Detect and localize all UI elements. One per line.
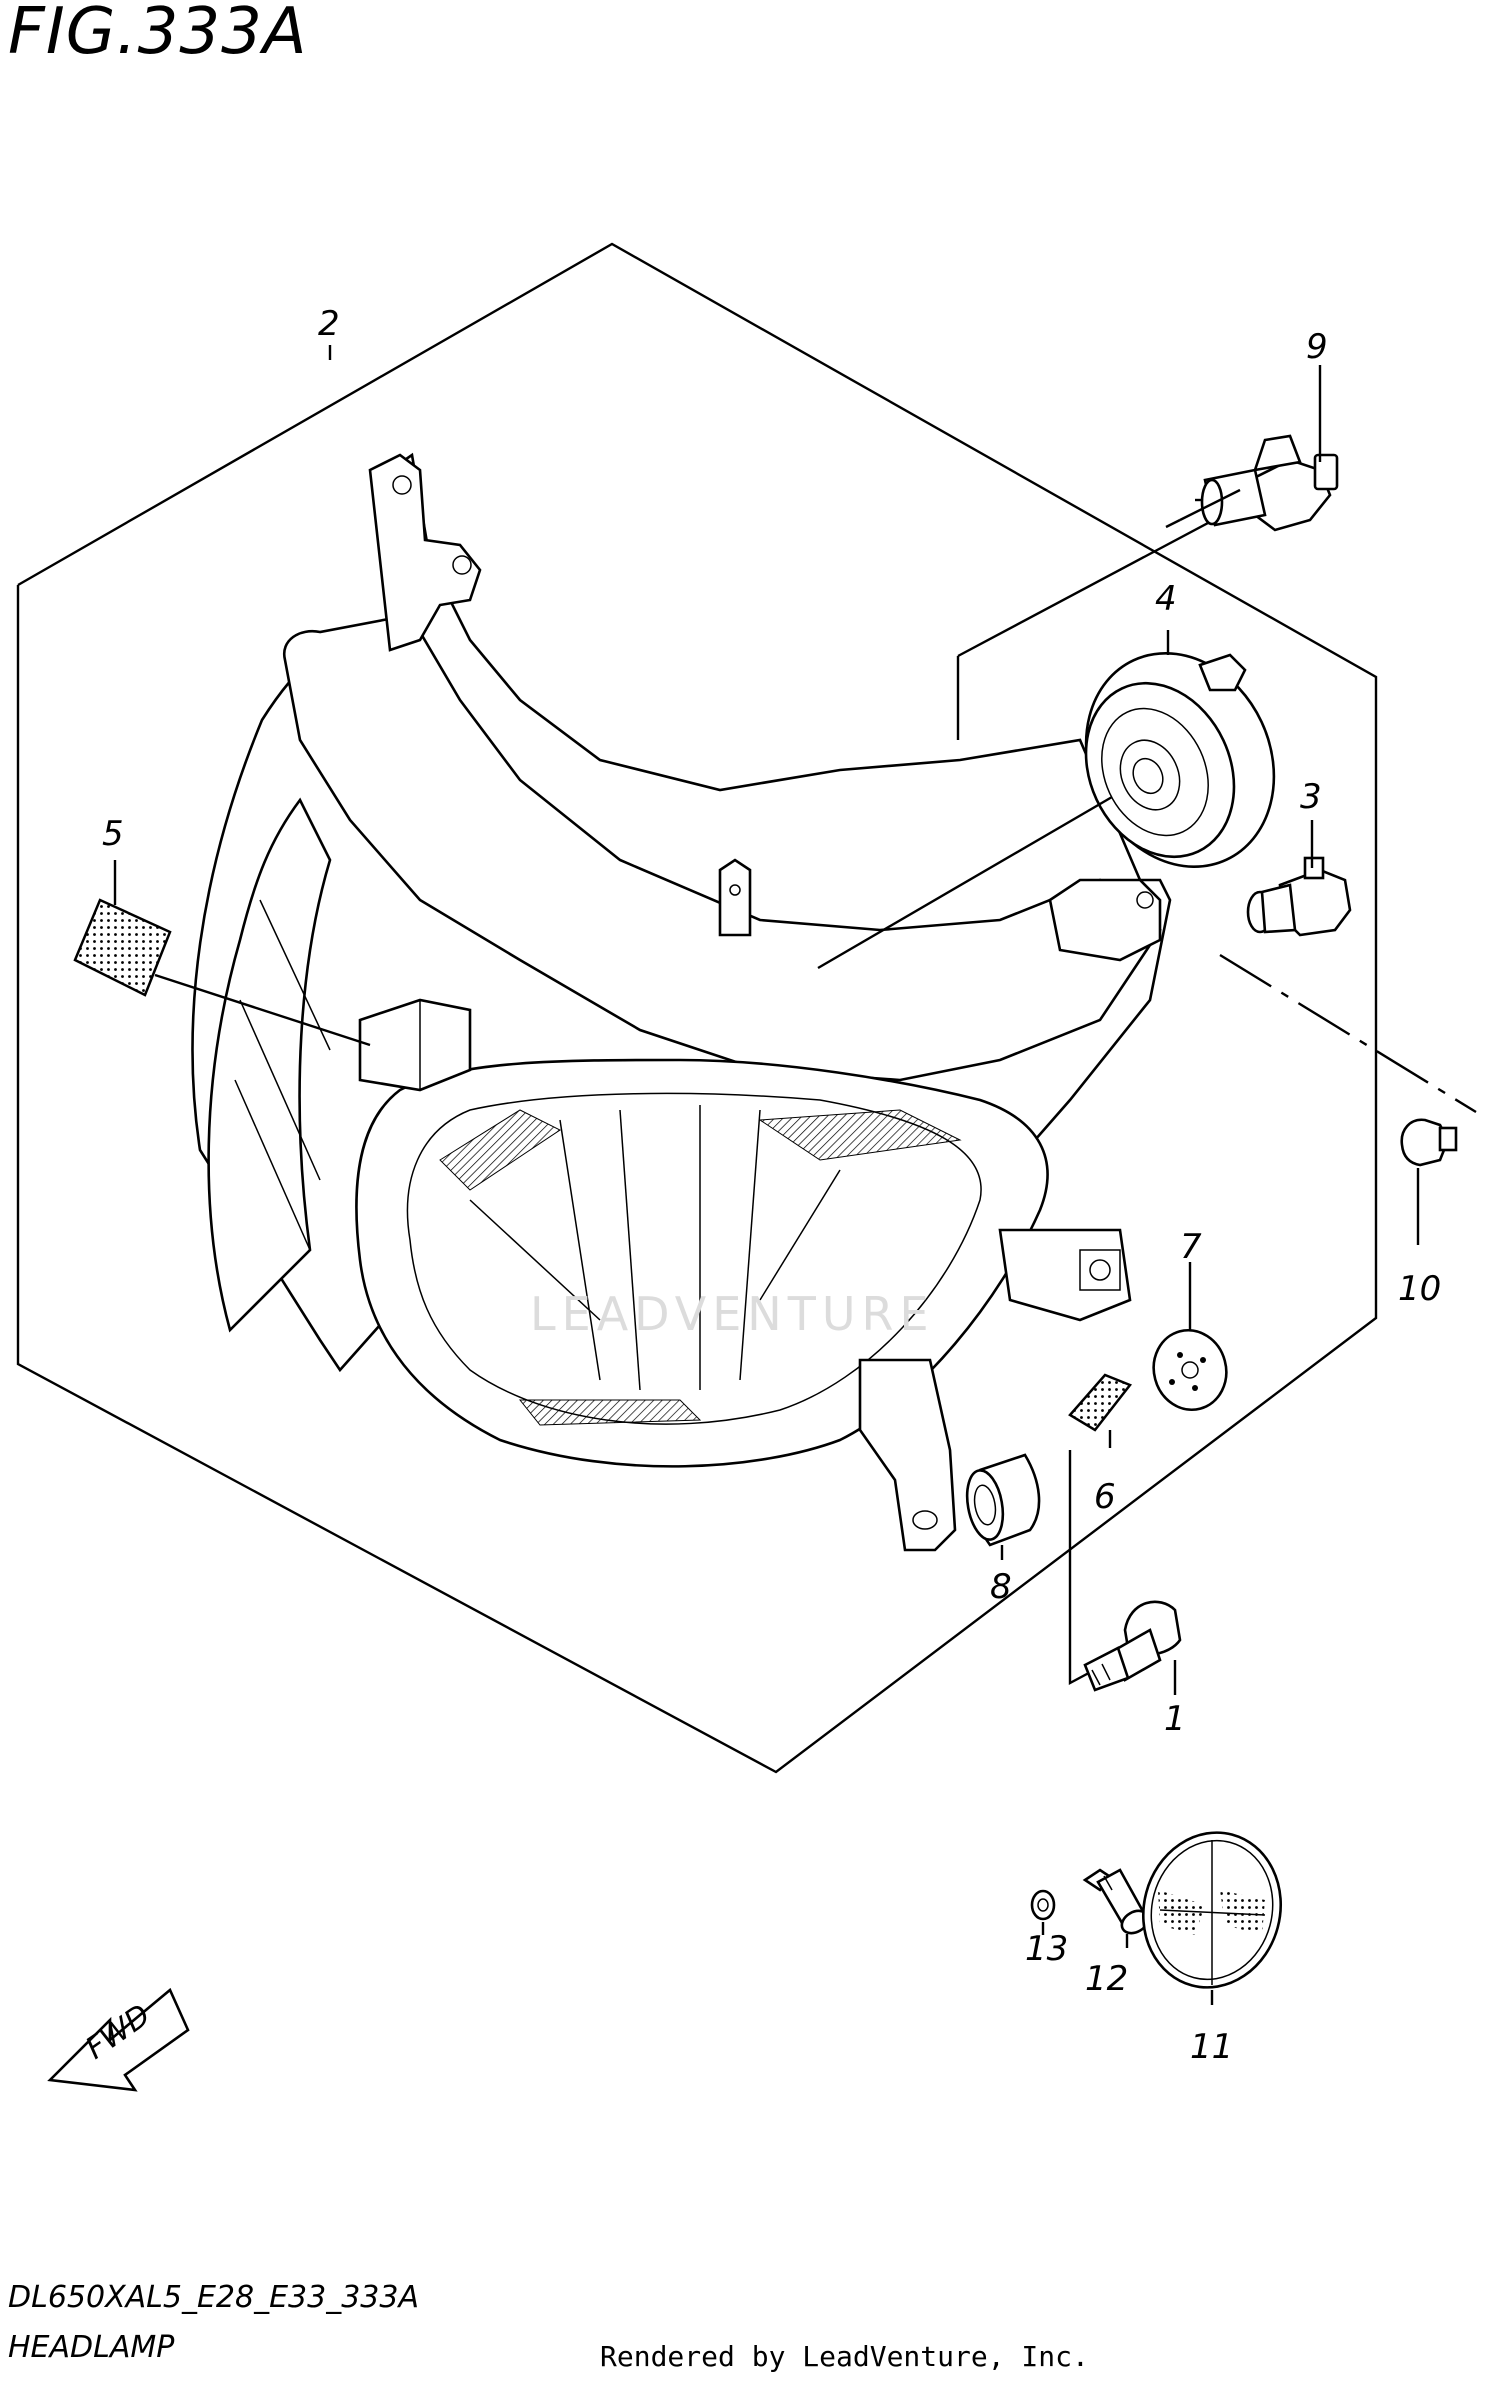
part-11-round-reflector (1141, 1831, 1283, 1989)
section-name: HEADLAMP (8, 2330, 175, 2365)
callout-10: 10 (1398, 1269, 1441, 1309)
part-8-cushion (965, 1453, 1041, 1547)
part-12-spacer (1082, 1868, 1150, 1935)
part-5-reflector (73, 898, 172, 997)
part-10-wedge-bulb (1400, 1118, 1458, 1167)
callout-9: 9 (1306, 327, 1328, 367)
part-3-bulb-socket (1246, 856, 1352, 937)
part-1-screw (1083, 1600, 1182, 1692)
callout-5: 5 (102, 814, 124, 854)
part-7-grommet (1152, 1328, 1228, 1412)
callout-4: 4 (1155, 579, 1177, 619)
watermark: LEADVENTURE (530, 1287, 935, 1341)
part-13-washer (1030, 1889, 1056, 1921)
part-9-headlight-bulb (1195, 434, 1339, 532)
callout-13: 13 (1025, 1929, 1068, 1969)
part-4-socket-ring (1084, 651, 1276, 869)
callout-11: 11 (1190, 2027, 1233, 2067)
callout-8: 8 (990, 1567, 1012, 1607)
callout-2: 2 (318, 304, 340, 344)
callout-6: 6 (1094, 1477, 1116, 1517)
callout-3: 3 (1300, 777, 1322, 817)
figure-title: FIG.333A (8, 0, 308, 69)
leader-lines (113, 345, 1477, 2005)
fwd-arrow: FWD (47, 1987, 190, 2092)
callout-7: 7 (1180, 1227, 1202, 1267)
part-6-pad (1068, 1373, 1133, 1432)
model-code: DL650XAL5_E28_E33_333A (8, 2280, 419, 2315)
rendered-by-credit: Rendered by LeadVenture, Inc. (600, 2340, 1089, 2373)
callout-1: 1 (1164, 1699, 1186, 1739)
callout-12: 12 (1085, 1959, 1128, 1999)
headlamp-housing (191, 452, 1172, 1552)
